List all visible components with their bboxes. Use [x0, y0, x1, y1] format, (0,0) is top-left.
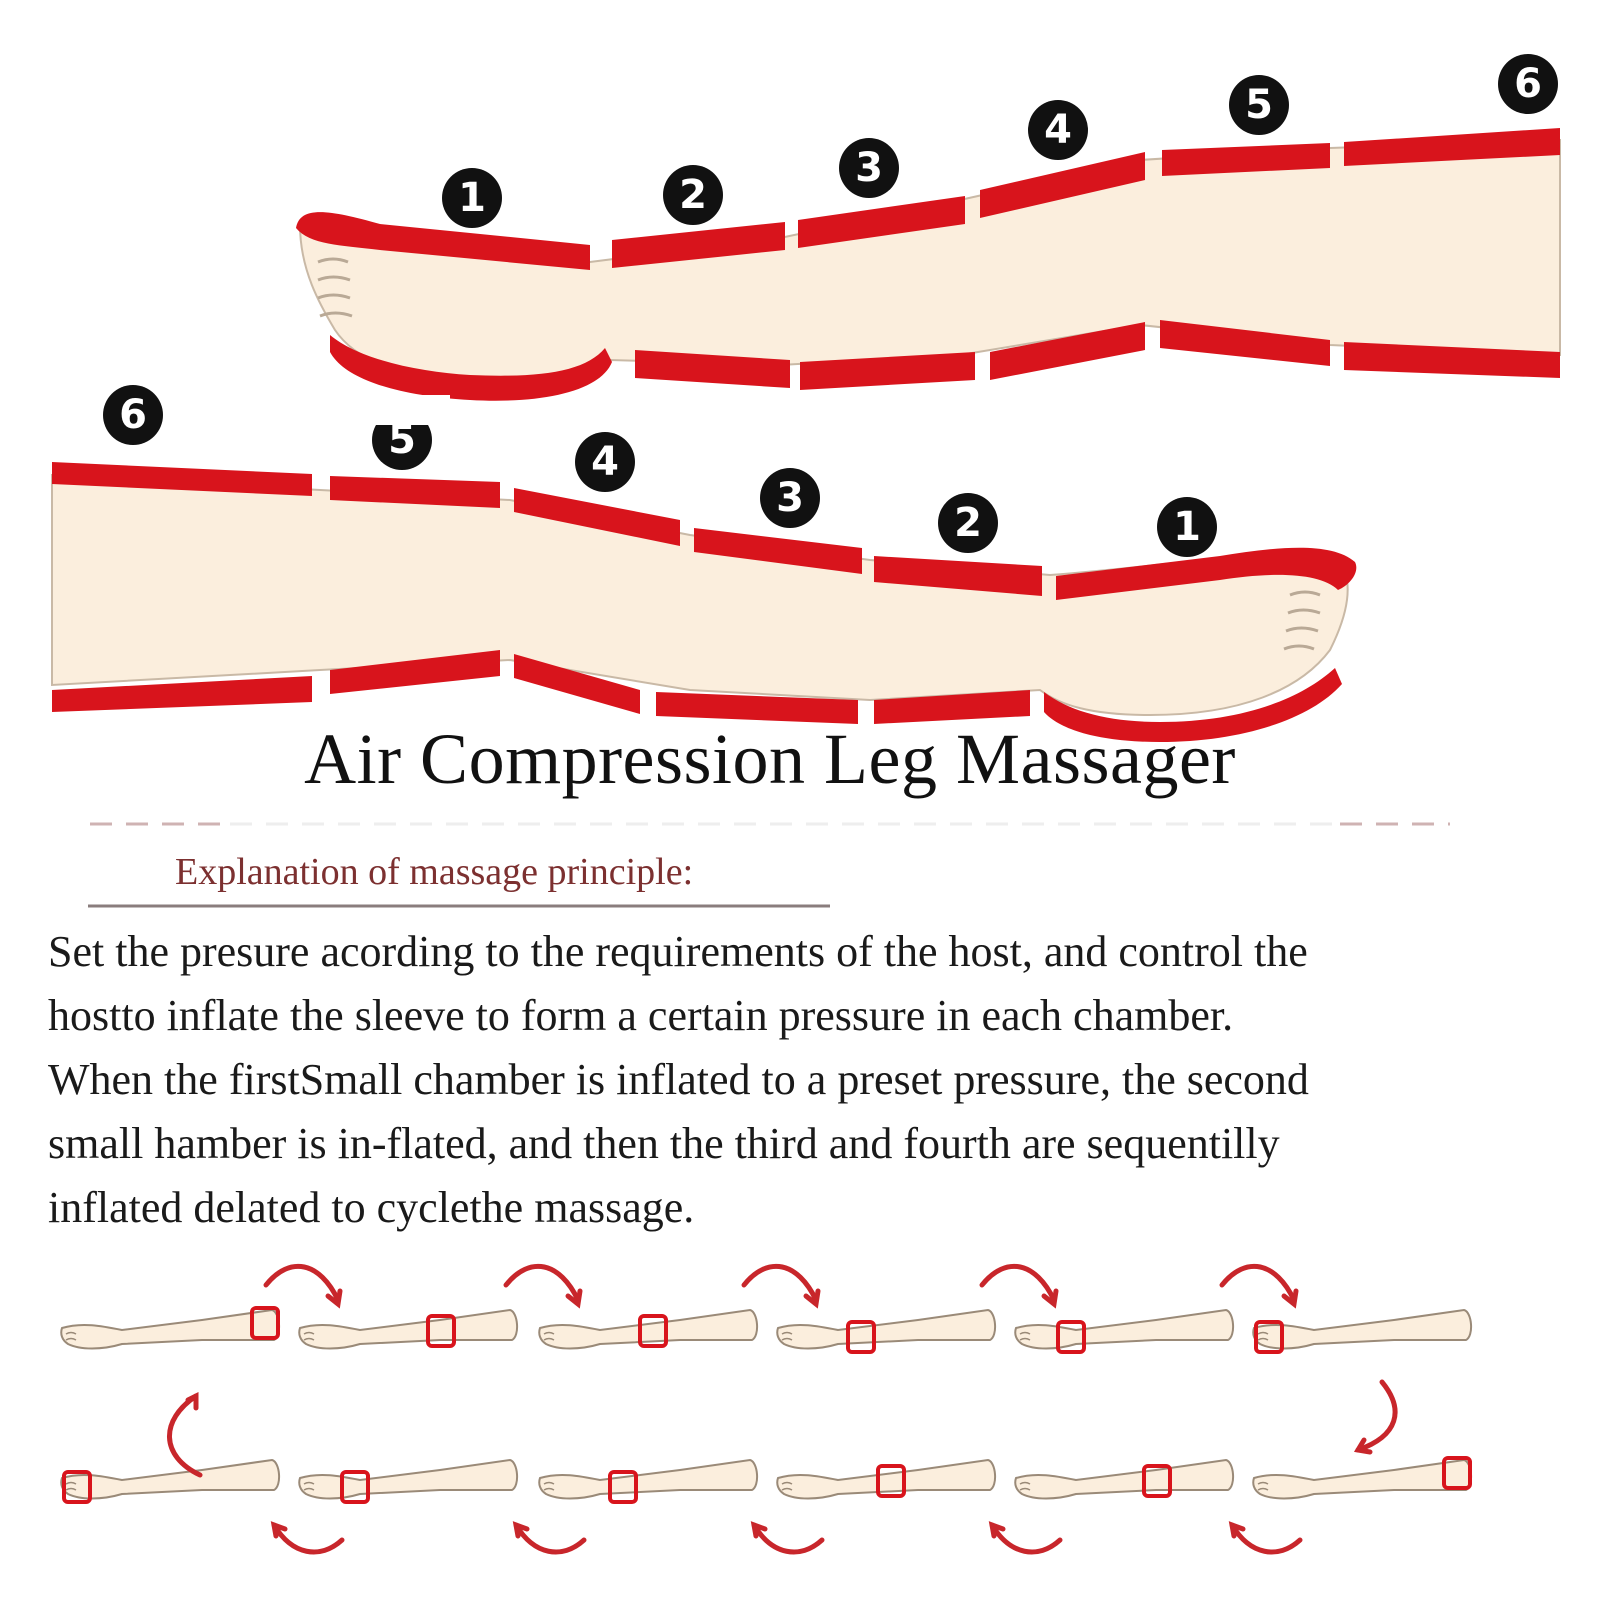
cycle-row-top: [60, 1306, 1473, 1354]
svg-text:2: 2: [679, 172, 707, 218]
svg-text:5: 5: [1245, 82, 1273, 128]
top-badge-6: 6: [1498, 54, 1558, 114]
paragraph-line: Set the presure acording to the requirem…: [48, 927, 1308, 976]
explanation-paragraph: Set the presure acording to the requirem…: [48, 920, 1548, 1240]
cycle-arrows: [167, 1263, 1398, 1555]
top-badge-1: 1: [442, 168, 502, 228]
page-title: Air Compression Leg Massager: [304, 719, 1236, 799]
top-leg-toes: [317, 257, 353, 318]
mini-leg-top: [776, 1309, 997, 1354]
bottom-leg-skin: [51, 473, 1349, 717]
top-leg-badges: 1 2 3 4 5 6: [442, 54, 1558, 228]
subtitle: Explanation of massage principle:: [175, 851, 694, 893]
svg-text:6: 6: [1514, 61, 1542, 107]
svg-text:3: 3: [776, 475, 804, 521]
bottom-badge-3: 3: [760, 468, 820, 528]
mini-leg-bottom: [1252, 1456, 1473, 1500]
mini-leg-bottom: [298, 1459, 519, 1504]
paragraph-line: inflated delated to cyclethe massage.: [48, 1183, 695, 1232]
bottom-badge-6: 6: [103, 385, 163, 445]
mini-leg-bottom: [776, 1459, 997, 1500]
svg-text:1: 1: [1173, 504, 1201, 550]
top-leg-upper-chambers: [296, 128, 1560, 270]
svg-text:3: 3: [855, 145, 883, 191]
mini-leg-bottom: [60, 1459, 281, 1504]
bottom-leg-badges: 6 5 4 3 2 1: [103, 385, 1217, 557]
bottom-leg-upper-chambers: [52, 462, 1357, 600]
cycle-row-bottom: [60, 1456, 1473, 1504]
mini-leg-bottom: [538, 1459, 759, 1504]
top-badge-2: 2: [663, 165, 723, 225]
bottom-leg-lower-chambers: [52, 650, 1342, 742]
bottom-badge-1: 1: [1157, 497, 1217, 557]
bottom-badge-4: 4: [575, 432, 635, 492]
mini-leg-bottom: [1014, 1459, 1235, 1500]
mini-leg-top: [60, 1306, 281, 1350]
top-badge-3: 3: [839, 138, 899, 198]
badge-mask: [360, 395, 450, 425]
paragraph-line: When the firstSmall chamber is inflated …: [48, 1055, 1309, 1104]
paragraph-line: small hamber is in-flated, and then the …: [48, 1119, 1280, 1168]
top-leg: [296, 128, 1561, 401]
bottom-badge-2: 2: [938, 493, 998, 553]
mini-leg-top: [1252, 1309, 1473, 1354]
top-leg-lower-chambers: [330, 320, 1560, 401]
mini-leg-top: [1014, 1309, 1235, 1354]
svg-text:4: 4: [591, 439, 619, 485]
mini-leg-top: [538, 1309, 759, 1350]
top-badge-4: 4: [1028, 100, 1088, 160]
bottom-leg-toes: [1283, 590, 1321, 651]
bottom-leg: [51, 462, 1357, 742]
top-badge-5: 5: [1229, 75, 1289, 135]
svg-text:6: 6: [119, 392, 147, 438]
svg-text:1: 1: [458, 175, 486, 221]
mini-leg-top: [298, 1309, 519, 1350]
svg-text:4: 4: [1044, 107, 1072, 153]
svg-text:2: 2: [954, 500, 982, 546]
paragraph-line: hostto inflate the sleeve to form a cert…: [48, 991, 1234, 1040]
